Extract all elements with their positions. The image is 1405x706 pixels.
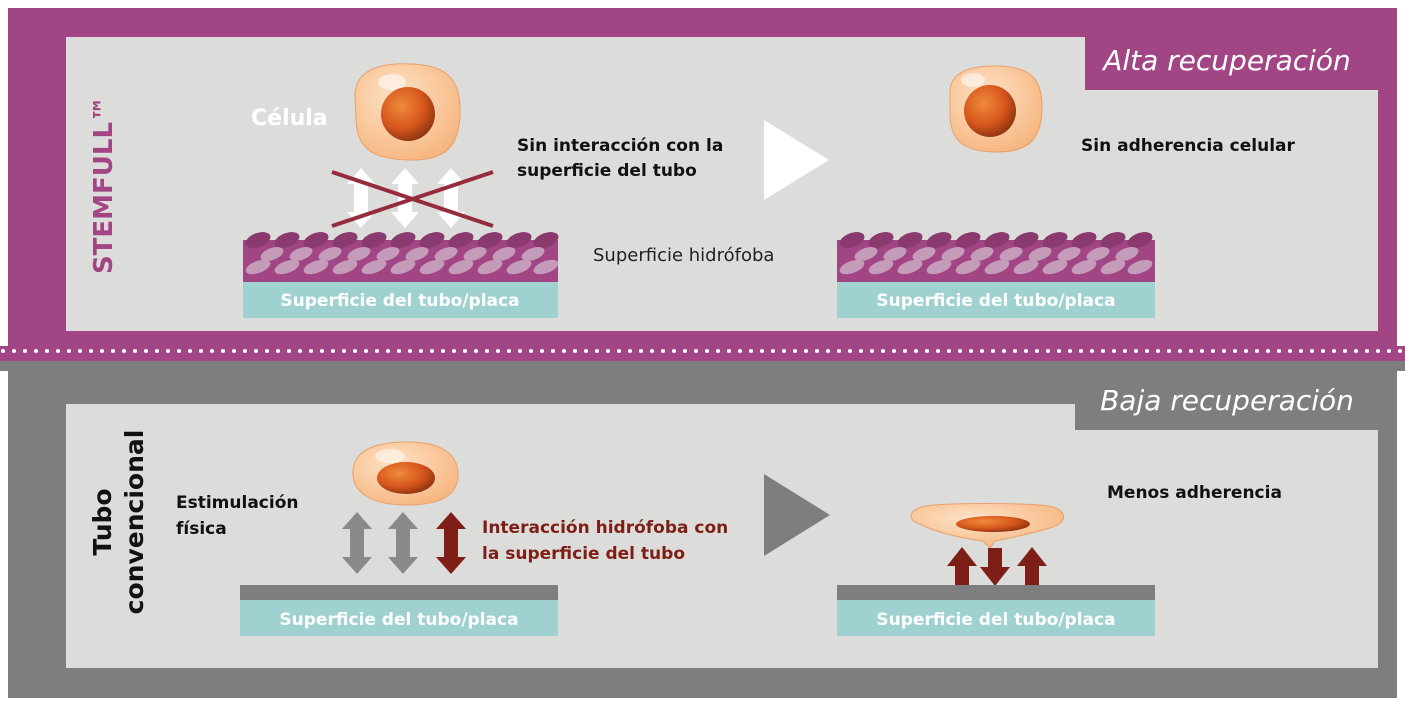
bottom-badge (1075, 370, 1381, 430)
plain-surface-left (240, 585, 558, 600)
tube-surface-label: Superficie del tubo/placa (876, 291, 1115, 311)
hydrophobic-surface-right (837, 228, 1155, 282)
tube-surface-label: Superficie del tubo/placa (279, 610, 518, 630)
stimulation-text-line2: física (176, 519, 227, 539)
side-label-line1: Tubo (88, 488, 117, 555)
tube-surface-bottom-right (837, 600, 1155, 636)
bottom-section: Baja recuperación Tubo convencional Esti… (8, 361, 1397, 698)
hydrophobic-interaction-line2: la superficie del tubo (482, 544, 685, 564)
stimulation-text-line1: Estimulación (176, 493, 299, 513)
side-label-stemfull: STEMFULL™ (89, 96, 119, 274)
cell-label: Célula (251, 106, 328, 131)
transition-arrow-bottom (764, 474, 830, 556)
tube-surface-top-right (837, 282, 1155, 318)
physical-stimulation-arrows (342, 512, 466, 574)
cross-line (331, 170, 494, 228)
tube-surface-top-left (243, 282, 558, 318)
dotted-separator (0, 349, 1405, 355)
plain-surface-right (837, 585, 1155, 600)
nucleus (377, 462, 435, 494)
tube-surface-label: Superficie del tubo/placa (280, 291, 519, 311)
top-badge (1085, 30, 1381, 90)
cell-bottom-left (352, 441, 459, 506)
transition-arrow-top (764, 120, 829, 200)
tube-surface-bottom-left (240, 600, 558, 636)
bottom-badge-label: Baja recuperación (1100, 384, 1354, 417)
result-label-bottom: Menos adherencia (1107, 483, 1282, 503)
nucleus (381, 87, 435, 141)
tube-surface-label: Superficie del tubo/placa (876, 610, 1115, 630)
hydrophobic-interaction-line1: Interacción hidrófoba con (482, 518, 728, 538)
cell-top-right (949, 65, 1043, 153)
side-label-line2: convencional (120, 430, 149, 615)
interaction-text-line1: Sin interacción con la (517, 136, 723, 156)
top-badge-label: Alta recuperación (1101, 44, 1351, 77)
interaction-text-line2: superficie del tubo (517, 161, 697, 181)
nucleus (956, 516, 1030, 532)
nucleus (964, 85, 1016, 137)
cell-top-left (354, 63, 461, 161)
no-interaction-arrows (331, 168, 494, 228)
adhesion-arrows (947, 547, 1047, 586)
cell-bottom-right-flattened (910, 503, 1065, 549)
result-label-top: Sin adherencia celular (1081, 136, 1296, 156)
hydrophobic-label: Superficie hidrófoba (593, 245, 774, 266)
top-section: Alta recuperación STEMFULL™ Célula (8, 8, 1397, 361)
hydrophobic-surface-left (243, 232, 559, 282)
